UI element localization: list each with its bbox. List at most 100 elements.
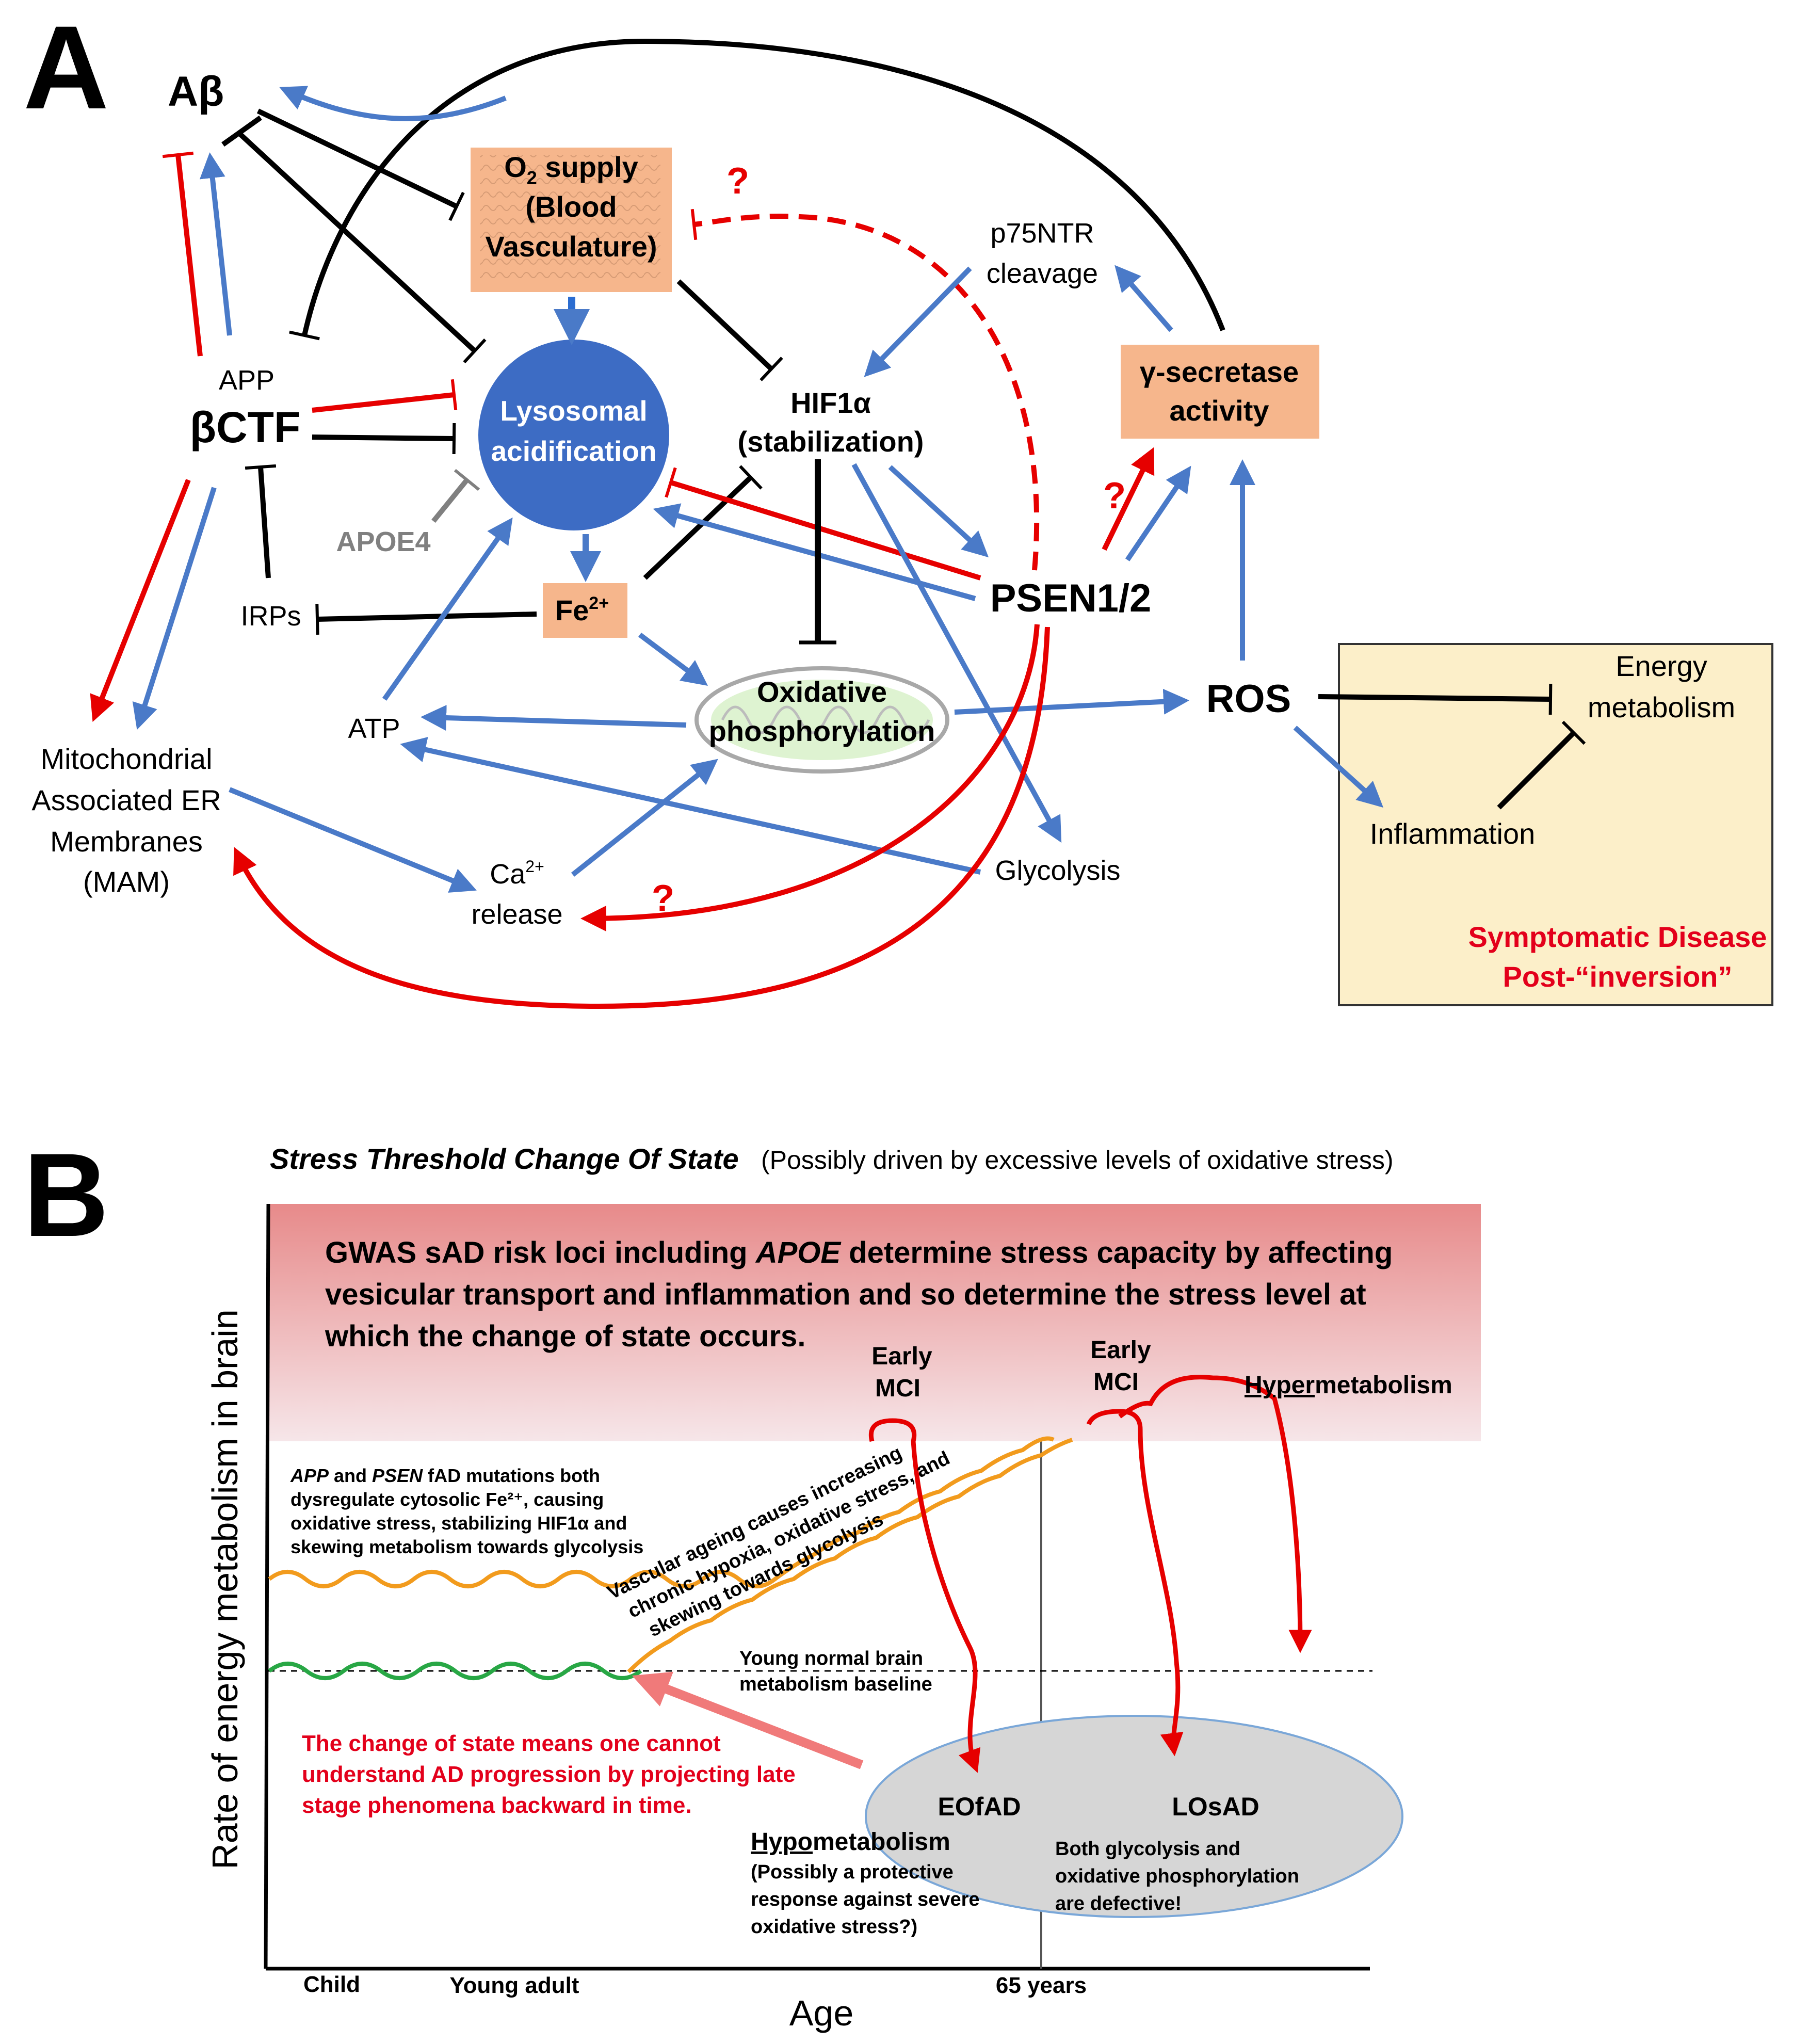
- o2-supply-texture: [480, 155, 660, 284]
- edge-abeta-inhibits-o2: [256, 108, 465, 221]
- node-mam-line3: Membranes: [50, 825, 203, 858]
- vascular-text-line2: chronic hypoxia, oxidative stress, and: [624, 1447, 953, 1623]
- gamma-secretase-box: [1121, 345, 1319, 439]
- edge-abeta-inhibits-lysosome: [235, 130, 487, 364]
- edge-ca-to-oxphos: [571, 759, 718, 877]
- edge-apoe4-inhibits-lysosome: [431, 469, 480, 523]
- node-glycolysis: Glycolysis: [995, 855, 1120, 886]
- early-mci-2-line1: Early: [1090, 1337, 1151, 1364]
- both-defective-line1: Both glycolysis and: [1055, 1838, 1240, 1860]
- hypo-sub-line2: response against severe: [751, 1889, 980, 1910]
- node-oxphos-line1: Oxidative: [757, 675, 887, 708]
- node-ros: ROS: [1206, 677, 1291, 721]
- node-bctf: βCTF: [190, 403, 301, 452]
- edge-gamma-to-bctf-arc: [289, 38, 1225, 341]
- eofad-label: EOfAD: [938, 1792, 1021, 1821]
- lysosome-circle: [478, 340, 669, 530]
- question-mark-gamma: ?: [1103, 475, 1126, 517]
- node-hif-line1: HIF1α: [790, 387, 871, 419]
- node-gamma-line2: activity: [1170, 394, 1269, 427]
- y-axis: [264, 1203, 270, 1969]
- orange-wave-fad: [268, 1436, 1055, 1588]
- fad-text-line4: skewing metabolism towards glycolysis: [290, 1536, 643, 1557]
- edge-psen-inhibits-o2-dashed: [690, 208, 1040, 571]
- node-inflammation: Inflammation: [1370, 817, 1536, 850]
- edge-psen-to-mam-red: [233, 626, 1050, 1009]
- node-gamma-line1: γ-secretase: [1140, 356, 1299, 388]
- edge-glycolysis-to-atp: [400, 737, 981, 875]
- mitochondrion-cristae: [721, 705, 930, 734]
- red-curve-hyper: [1118, 1375, 1312, 1653]
- node-mam-line4: (MAM): [83, 865, 170, 898]
- panel-b-letter: B: [23, 1129, 109, 1261]
- node-psen: PSEN1/2: [990, 576, 1152, 620]
- node-o2-supply-label: O2 supply: [504, 151, 638, 188]
- edge-psen-to-gamma-blue: [1125, 465, 1191, 561]
- green-wave-baseline: [268, 1662, 642, 1680]
- node-o2-supply-line3: Vasculature): [485, 230, 657, 263]
- edge-hif-to-glycolysis: [851, 463, 1062, 843]
- x-tick-young-adult: Young adult: [450, 1973, 579, 1998]
- node-ca: Ca2+: [490, 857, 544, 890]
- node-p75-line1: p75NTR: [990, 218, 1094, 249]
- edge-hif-to-psen: [888, 465, 989, 558]
- symptomatic-box: [1338, 643, 1773, 1006]
- edge-atp-to-lysosome: [382, 517, 513, 701]
- edge-fe-to-oxphos: [638, 633, 708, 686]
- node-energy-line1: Energy: [1616, 650, 1707, 682]
- edge-gamma-to-p75: [1114, 265, 1173, 332]
- edge-p75-to-hif: [864, 266, 972, 377]
- edge-app-inhibits-abeta-red: [162, 151, 203, 357]
- early-mci-1-line1: Early: [871, 1343, 932, 1370]
- x-axis-label: Age: [789, 1993, 854, 2033]
- edge-app-to-abeta: [199, 152, 232, 336]
- stress-subtitle: (Possibly driven by excessive levels of …: [761, 1146, 1393, 1174]
- edge-mam-to-ca: [229, 787, 477, 893]
- node-lysosome-line2: acidification: [491, 435, 657, 467]
- node-mam-line1: Mitochondrial: [40, 743, 212, 775]
- stress-title: Stress Threshold Change Of State: [270, 1142, 739, 1175]
- edge-psen-inhibits-lysosome-red: [665, 467, 981, 581]
- node-abeta: Aβ: [168, 68, 224, 115]
- edge-ros-to-inflammation: [1293, 726, 1384, 808]
- x-tick-child: Child: [303, 1972, 360, 1997]
- mitochondrion-inner: [711, 680, 933, 760]
- fad-text-line1: APP and PSEN fAD mutations both: [290, 1465, 600, 1486]
- node-atp: ATP: [348, 713, 400, 744]
- y-axis-label: Rate of energy metabolism in brain: [205, 1309, 245, 1870]
- edge-fe-inhibits-irps: [315, 603, 537, 635]
- node-hif-line2: (stabilization): [738, 425, 924, 458]
- edge-bctf-inhibits-lysosome-black: [312, 423, 456, 455]
- stress-band: [268, 1204, 1481, 1441]
- both-defective-line3: are defective!: [1055, 1893, 1182, 1914]
- node-oxphos-line2: phosphorylation: [709, 715, 935, 747]
- edge-o2-inhibits-hif: [676, 279, 783, 381]
- edge-bctf-to-mam-red: [90, 479, 191, 722]
- losad-label: LOsAD: [1172, 1792, 1259, 1821]
- hypo-sub-line1: (Possibly a protective: [751, 1861, 954, 1883]
- node-o2-supply-line2: (Blood: [525, 190, 617, 223]
- edge-oxphos-to-atp: [421, 705, 687, 731]
- node-mam-line2: Associated ER: [31, 784, 221, 816]
- change-of-state-line2: understand AD progression by projecting …: [302, 1762, 796, 1787]
- pink-arrow-change-of-state: [632, 1671, 864, 1769]
- question-mark-o2: ?: [726, 160, 749, 202]
- question-mark-ca: ?: [652, 878, 674, 919]
- edge-psen-to-gamma-red: [1102, 447, 1155, 551]
- node-irps: IRPs: [240, 601, 301, 632]
- early-mci-1-line2: MCI: [875, 1375, 920, 1402]
- edge-inflammation-inhibits-energy: [1497, 720, 1586, 810]
- gwas-line2: vesicular transport and inflammation and…: [325, 1278, 1366, 1311]
- node-p75-line2: cleavage: [987, 258, 1098, 289]
- node-energy-line2: metabolism: [1588, 691, 1735, 723]
- node-app: APP: [219, 365, 274, 396]
- edge-ros-inhibits-energy: [1318, 683, 1553, 715]
- early-mci-2-line2: MCI: [1093, 1369, 1139, 1396]
- vascular-text: Vascular ageing causes increasing chroni…: [604, 1442, 954, 1641]
- change-of-state-line1: The change of state means one cannot: [302, 1731, 721, 1756]
- edge-arc-to-abeta: [279, 86, 507, 121]
- symptomatic-line1: Symptomatic Disease: [1468, 921, 1767, 953]
- orange-wave-vascular: [627, 1438, 1073, 1673]
- ad-ellipse: [865, 1715, 1403, 1918]
- symptomatic-line2: Post-“inversion”: [1503, 960, 1733, 993]
